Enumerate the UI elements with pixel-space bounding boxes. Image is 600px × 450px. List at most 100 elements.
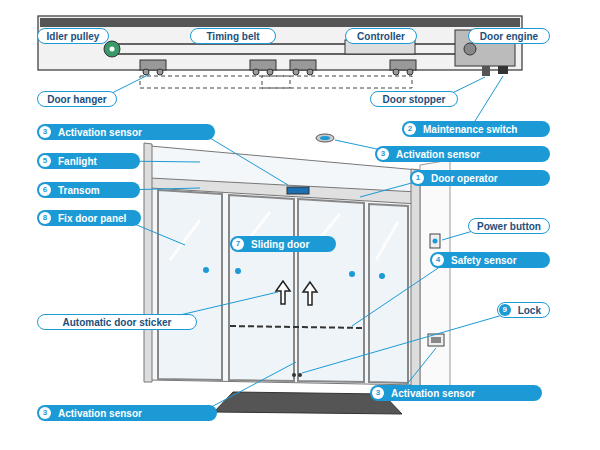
hanger <box>290 60 316 70</box>
frame-post <box>144 143 152 382</box>
ceiling-sensor-symbol <box>316 134 334 142</box>
hanger <box>140 60 166 70</box>
part-label: Door engine <box>468 28 550 44</box>
part-name: Controller <box>357 31 405 42</box>
power-button-symbol <box>430 234 440 248</box>
activation-sensor-symbol <box>287 187 309 194</box>
part-name: Maintenance switch <box>423 124 517 135</box>
callout-label: 8Fix door panel <box>37 210 141 226</box>
part-name: Fix door panel <box>58 213 126 224</box>
power-button-dot <box>433 239 438 244</box>
leader-line <box>200 132 288 185</box>
door-hangers <box>140 60 416 75</box>
part-name: Lock <box>518 305 541 316</box>
callout-number: 4 <box>432 254 444 266</box>
timing-belt-line <box>112 43 470 45</box>
callout-label: 3 Activation sensor <box>37 124 215 140</box>
idler-pulley-symbol <box>104 41 120 57</box>
callout-number: 6 <box>39 184 51 196</box>
pulley-axle <box>110 47 115 52</box>
sliding-panel <box>229 195 294 381</box>
reflection <box>170 220 200 260</box>
maintenance-switch-symbol <box>498 66 508 74</box>
part-name: Activation sensor <box>58 127 142 138</box>
hanger-wheel <box>253 69 259 75</box>
door-stickers <box>203 267 385 279</box>
fixed-panel <box>369 204 408 383</box>
part-name: Door engine <box>480 31 538 42</box>
part-name: Transom <box>58 185 100 196</box>
hanger <box>390 60 416 70</box>
sticker <box>379 273 385 279</box>
wall-sensor-window <box>431 337 441 343</box>
part-name: Door operator <box>431 173 498 184</box>
part-label: Door hanger <box>37 91 117 107</box>
door-panels <box>158 190 408 383</box>
leader-line <box>352 260 450 326</box>
part-name: Activation sensor <box>58 408 142 419</box>
sticker <box>349 271 355 277</box>
part-name: Safety sensor <box>451 255 517 266</box>
callout-label: 3 Activation sensor <box>375 146 550 162</box>
sticker <box>235 268 241 274</box>
callout-label: 6 Transom <box>37 182 140 198</box>
leader-line <box>200 362 296 413</box>
part-name: Idler pulley <box>47 31 100 42</box>
storefront <box>144 134 450 414</box>
hanger-wheel <box>267 69 273 75</box>
leader-line <box>302 310 520 373</box>
hanger-wheel <box>307 69 313 75</box>
callout-label: 5 Fanlight <box>37 153 140 169</box>
drive-pulley <box>464 43 476 55</box>
callout-number: 1 <box>412 172 424 184</box>
part-label: Timing belt <box>190 28 276 44</box>
callout-number: 3 <box>377 148 389 160</box>
callout-label: 1 Door operator <box>410 170 550 186</box>
door-leaf-outline <box>262 76 412 88</box>
door-handle-arrow <box>276 281 290 304</box>
door-leaf-outline <box>140 76 290 88</box>
hanger-wheel <box>393 69 399 75</box>
part-name: Activation sensor <box>391 388 475 399</box>
fanlight-glass <box>150 146 418 385</box>
callout-number: 3 <box>39 407 51 419</box>
hanger-wheel <box>407 69 413 75</box>
part-label: Controller <box>345 28 417 44</box>
hanger-wheel <box>157 69 163 75</box>
callout-number: 9 <box>499 304 511 316</box>
ceiling-sensor-lens <box>320 136 330 140</box>
part-name: Automatic door sticker <box>63 317 172 328</box>
callout-label: 9 Lock <box>497 302 550 318</box>
callout-number: 2 <box>404 123 416 135</box>
glass-reflections <box>170 212 398 260</box>
part-name: Door hanger <box>47 94 106 105</box>
lock-symbol <box>298 373 302 377</box>
operator-unit <box>38 16 522 88</box>
part-name: Power button <box>477 221 541 232</box>
callout-number: 3 <box>39 126 51 138</box>
callout-label: 3 Activation sensor <box>37 405 217 421</box>
part-name: Timing belt <box>206 31 259 42</box>
callout-label: 7 Sliding door <box>230 236 336 252</box>
hanger-wheel <box>143 69 149 75</box>
sticker <box>203 267 209 273</box>
callout-label: 4 Safety sensor <box>430 252 550 268</box>
part-name: Fanlight <box>58 156 97 167</box>
side-wall <box>420 160 450 392</box>
door-handle-arrow <box>303 282 317 305</box>
part-name: Activation sensor <box>396 149 480 160</box>
part-label: Door stopper <box>370 91 458 107</box>
part-label: Automatic door sticker <box>37 314 197 330</box>
frame-post <box>411 169 420 387</box>
hanger <box>250 60 276 70</box>
sliding-panel <box>298 199 364 382</box>
part-label: Power button <box>468 218 550 234</box>
operator-housing <box>38 16 522 70</box>
part-name: Door stopper <box>383 94 446 105</box>
callout-number: 7 <box>232 238 244 250</box>
reflection <box>376 222 398 260</box>
fixed-panel <box>158 190 222 380</box>
part-name: Sliding door <box>251 239 309 250</box>
callout-number: 5 <box>39 155 51 167</box>
